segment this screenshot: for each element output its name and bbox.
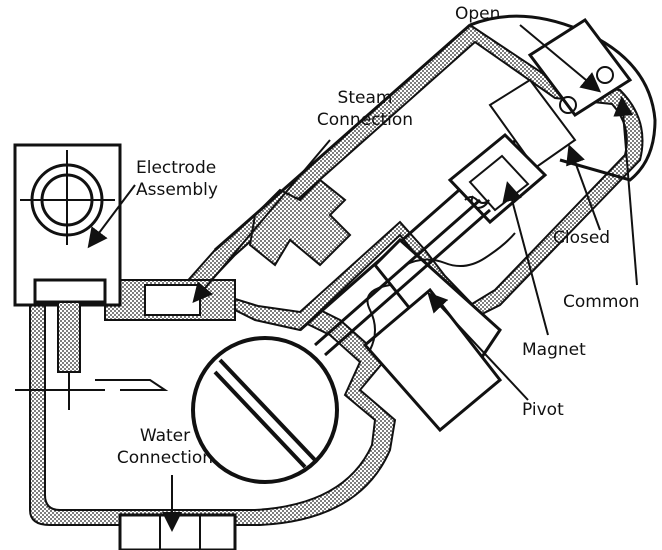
- electrode-stem: [57, 301, 81, 373]
- switch-contact-block: [527, 17, 633, 118]
- pivot-leader: [427, 292, 529, 401]
- pivot-wiggle: [404, 232, 516, 268]
- float-ball-slot-2: [213, 370, 307, 469]
- pivot-rod-lower: [324, 208, 491, 357]
- float-ball-slot: [218, 358, 317, 462]
- closed-contact-block: [488, 78, 577, 170]
- water-connection-fitting: [118, 513, 237, 550]
- steam-pipe-inner: [144, 284, 201, 316]
- pivot-wiggle-lower: [366, 284, 391, 351]
- label-electrode-line2: Assembly: [136, 180, 218, 200]
- label-steam-line2: Connection: [316, 110, 414, 130]
- electrode-leader: [87, 184, 136, 249]
- label-open: Open: [455, 4, 501, 24]
- pivot-rod: [314, 198, 481, 347]
- tube-wall-upper: [214, 23, 471, 252]
- common-leader: [613, 96, 638, 286]
- label-pivot: Pivot: [522, 400, 564, 420]
- label-water-line1: Water: [139, 426, 191, 446]
- switch-cap: [469, 14, 657, 182]
- label-magnet: Magnet: [522, 340, 586, 360]
- pivot-flange: [362, 287, 503, 433]
- label-steam-line1: Steam: [337, 88, 393, 108]
- label-water-line2: Connection: [116, 448, 214, 468]
- magnet-leader: [502, 181, 549, 336]
- label-electrode-line1: Electrode: [136, 158, 217, 178]
- baffle-plate: [95, 379, 169, 391]
- label-closed: Closed: [553, 228, 611, 248]
- closed-leader: [566, 144, 601, 231]
- label-common: Common: [563, 292, 640, 312]
- magnet-core: [468, 154, 530, 212]
- steam-leader: [192, 139, 331, 304]
- open-leader: [519, 24, 602, 93]
- common-contact-circle: [559, 96, 577, 114]
- electrode-base: [33, 278, 107, 304]
- steam-connection-stub: [248, 178, 352, 267]
